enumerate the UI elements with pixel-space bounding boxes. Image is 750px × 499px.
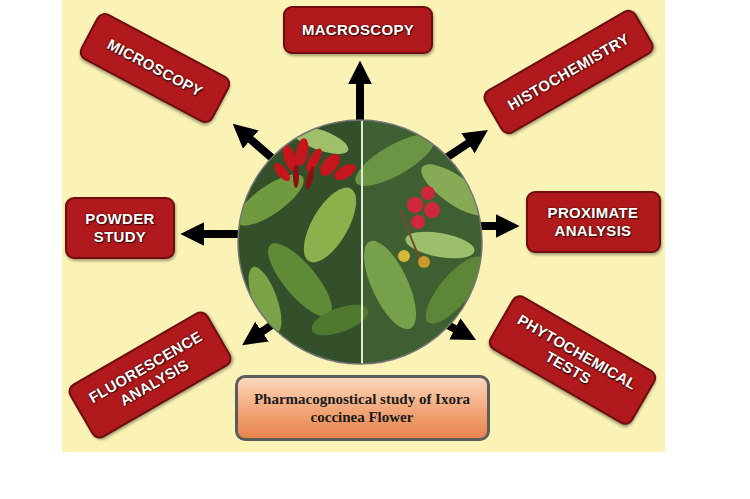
topic-box: PROXIMATE ANALYSIS (526, 191, 661, 253)
yellow-ground (62, 0, 665, 452)
topic-box: MACROSCOPY (283, 6, 433, 54)
topic-box: PHYTOCHEMICAL TESTS (485, 292, 659, 428)
box-label: POWDER STUDY (75, 210, 165, 246)
box-label: MICROSCOPY (104, 35, 206, 100)
title-box: Pharmacognostical study of Ixora coccine… (235, 375, 490, 441)
topic-box: HISTOCHEMISTRY (480, 7, 657, 138)
arrow (356, 82, 364, 125)
box-label: FLUORESCENCE ANALYSIS (80, 324, 219, 425)
box-label: PHYTOCHEMICAL TESTS (500, 308, 644, 412)
box-label: MACROSCOPY (302, 21, 414, 39)
photo-rim (238, 120, 482, 364)
plant-photo (229, 120, 496, 364)
topic-box: FLUORESCENCE ANALYSIS (65, 308, 235, 442)
box-label: HISTOCHEMISTRY (504, 30, 632, 114)
topic-box: POWDER STUDY (65, 197, 175, 259)
topic-box: MICROSCOPY (77, 10, 234, 126)
box-label: Pharmacognostical study of Ixora coccine… (250, 390, 475, 426)
box-label: PROXIMATE ANALYSIS (536, 204, 651, 240)
